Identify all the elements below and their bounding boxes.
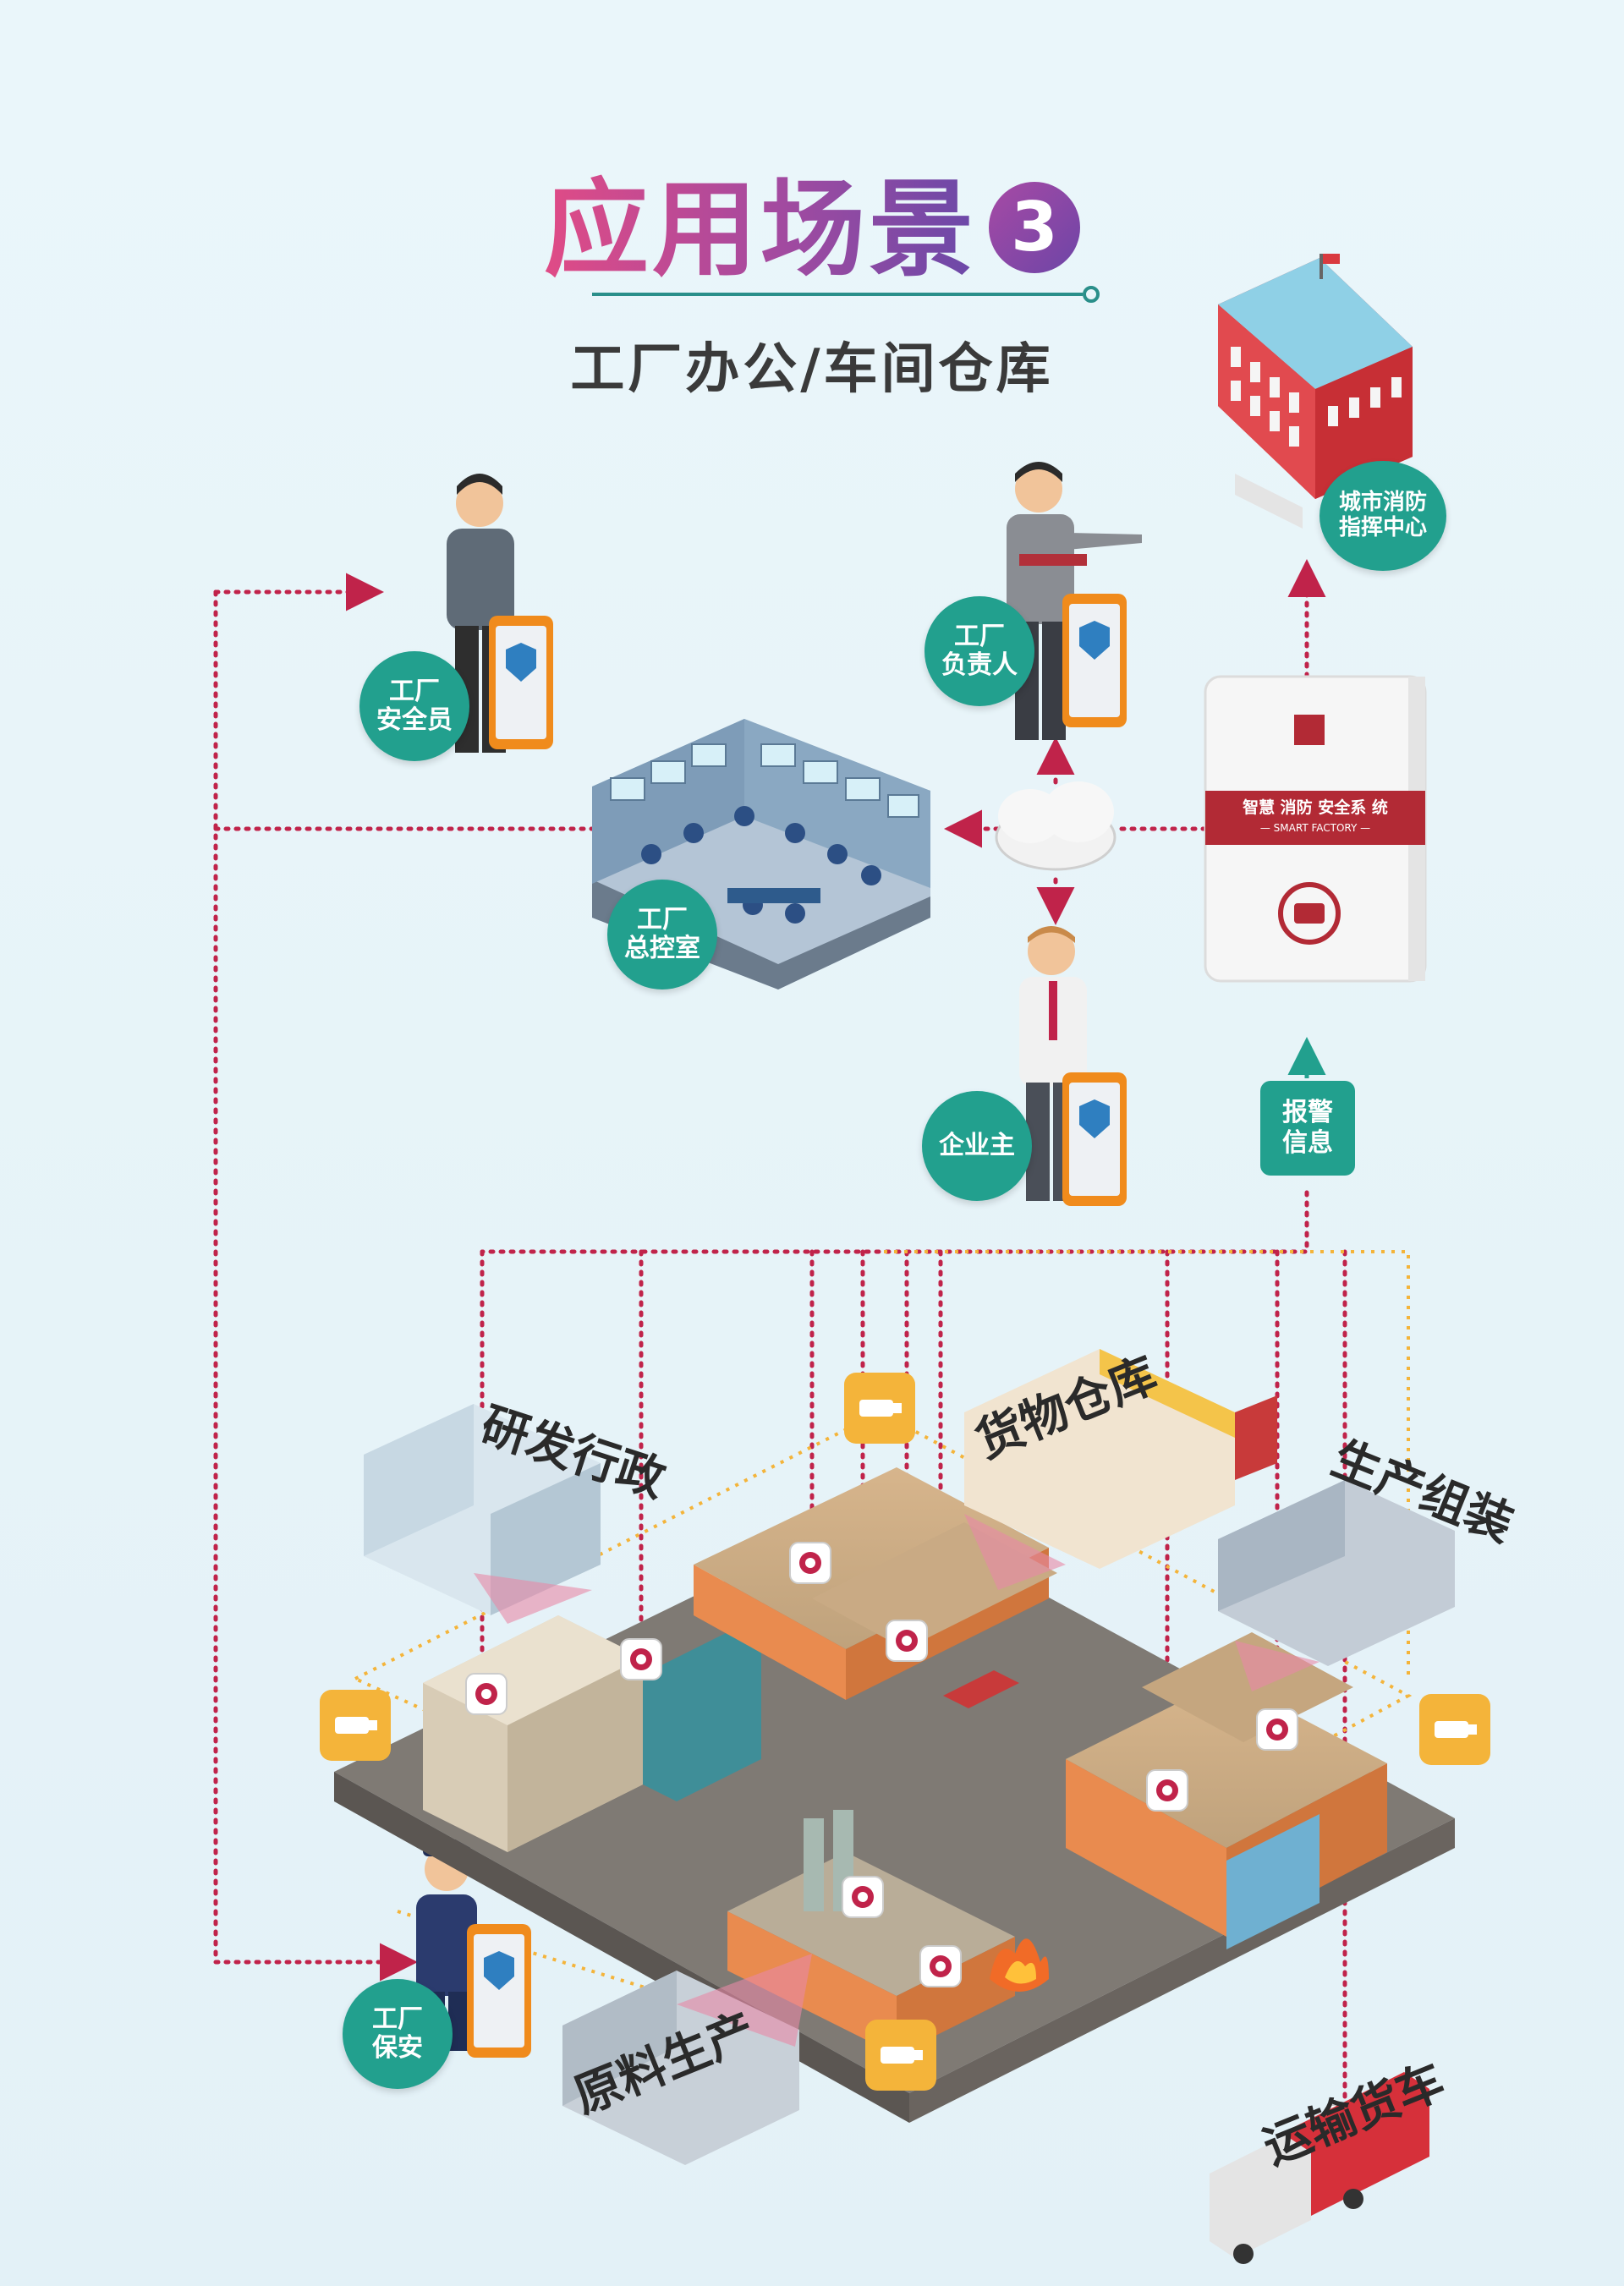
safety-officer-figure <box>447 474 514 753</box>
owner-label: 企业主 <box>939 1130 1015 1160</box>
badge-control-room: 工厂 总控室 <box>607 880 717 990</box>
safety-officer-label: 工厂 安全员 <box>376 676 453 735</box>
title-number-badge: 3 <box>989 182 1080 273</box>
rd-admin-room <box>364 1404 601 1624</box>
transport-truck <box>1210 2072 1429 2264</box>
factory-manager-figure <box>1007 462 1142 740</box>
guard-label: 工厂 保安 <box>372 2004 423 2063</box>
control-room-label: 工厂 总控室 <box>624 904 700 963</box>
assembly-room <box>1218 1480 1455 1691</box>
owner-phone <box>1062 1072 1127 1206</box>
badge-guard: 工厂 保安 <box>343 1979 453 2089</box>
guard-phone <box>467 1924 531 2058</box>
page-subtitle: 工厂办公/车间仓库 <box>570 338 1054 401</box>
raw-production-room <box>562 1954 812 2165</box>
system-box <box>1204 675 1427 983</box>
factory-manager-phone <box>1062 594 1127 727</box>
warehouse-room <box>964 1349 1277 1590</box>
system-banner-title: 智慧 消防 安全系 统 <box>1243 798 1388 817</box>
alarm-info-label: 报警 信息 <box>1282 1098 1333 1158</box>
smoke-detectors <box>465 1542 1366 2146</box>
alarm-info-box: 报警 信息 <box>1260 1081 1355 1176</box>
factory-manager-label: 工厂 负责人 <box>941 621 1018 680</box>
fire-center-label: 城市消防 指挥中心 <box>1338 490 1427 540</box>
system-banner: 智慧 消防 安全系 统 — SMART FACTORY — <box>1205 795 1425 841</box>
control-room <box>592 719 930 990</box>
cloud-icon <box>995 781 1116 871</box>
safety-officer-phone <box>489 616 553 749</box>
page-title: 应用场景 <box>544 144 977 296</box>
badge-factory-manager: 工厂 负责人 <box>924 596 1034 706</box>
badge-owner: 企业主 <box>922 1091 1032 1201</box>
badge-safety-officer: 工厂 安全员 <box>359 651 469 761</box>
badge-fire-center: 城市消防 指挥中心 <box>1320 461 1446 571</box>
camera-badges <box>320 1373 1490 2091</box>
system-banner-sub: — SMART FACTORY — <box>1259 822 1371 834</box>
